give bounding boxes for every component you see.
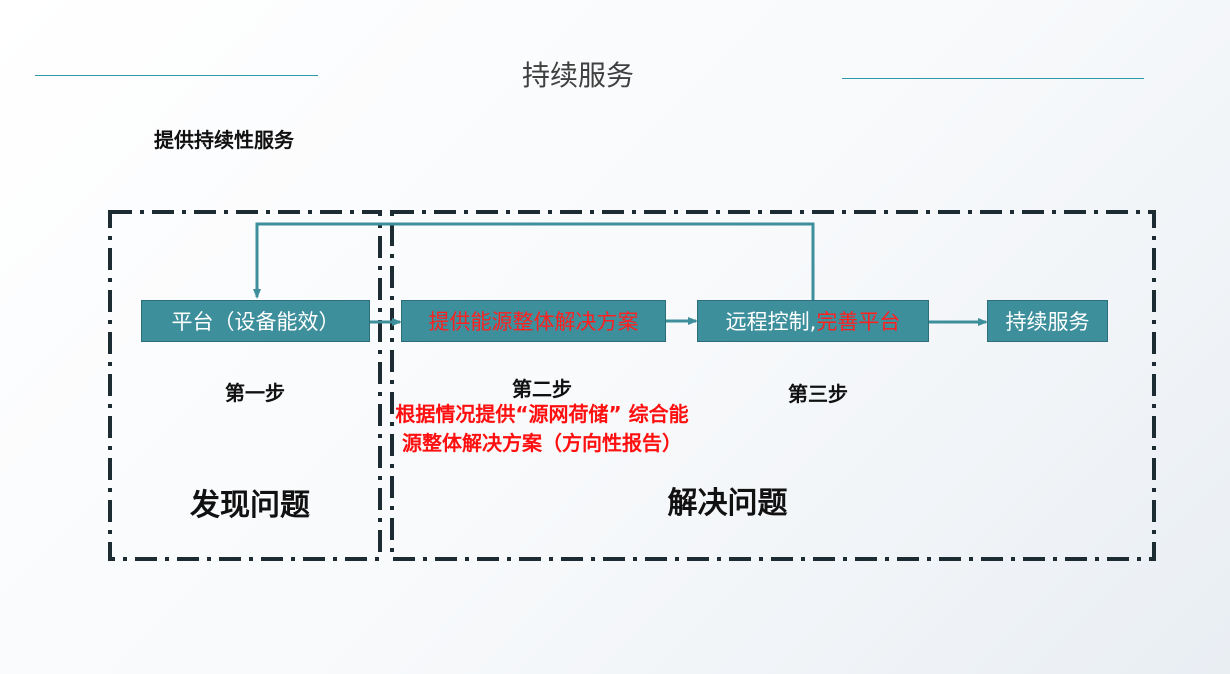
section-subtitle: 提供持续性服务 (154, 128, 294, 152)
flow-box-continuous-label: 持续服务 (1005, 310, 1090, 334)
flow-box-continuous-service: 持续服务 (987, 300, 1108, 342)
flow-box-solution: 提供能源整体解决方案 (401, 300, 666, 342)
region-solve-label: 解决问题 (667, 486, 788, 521)
step-one-label: 第一步 (225, 381, 285, 405)
step-two-label: 第二步 (512, 377, 572, 401)
flow-box-remote-label: 远程控制, (725, 310, 817, 334)
flow-box-remote-control: 远程控制,完善平台 (697, 300, 929, 342)
frame-solve (390, 210, 1156, 561)
header-rule-left (35, 75, 318, 76)
step-three-label: 第三步 (788, 382, 848, 406)
header-rule-right (842, 78, 1144, 79)
frame-discover (108, 210, 382, 561)
step-two-note: 根据情况提供“源网荷储” 综合能源整体解决方案（方向性报告） (395, 402, 689, 455)
region-discover-label: 发现问题 (190, 488, 310, 523)
flow-box-solution-label: 提供能源整体解决方案 (428, 310, 639, 334)
flow-box-improve-label: 完善平台 (816, 310, 901, 334)
flow-box-platform-label: 平台（设备能效） (171, 310, 340, 334)
page-title: 持续服务 (521, 59, 634, 92)
feedback-arrow (253, 222, 815, 300)
flow-box-platform: 平台（设备能效） (141, 300, 370, 342)
